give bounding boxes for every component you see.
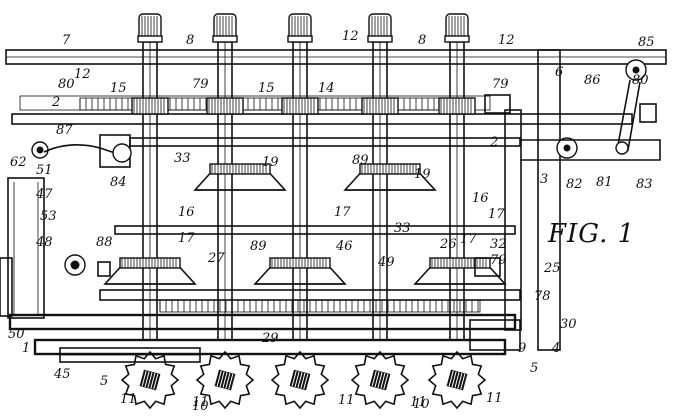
ref-label-84: 84 — [110, 175, 127, 190]
bevel-gear-assemblies — [103, 163, 507, 285]
ref-label-9: 9 — [518, 341, 526, 356]
ref-label-46: 46 — [335, 239, 353, 254]
bevel-gear — [193, 163, 287, 191]
ref-label-3: 3 — [540, 172, 548, 187]
ref-label-86: 86 — [584, 73, 601, 88]
ref-label-32: 32 — [490, 237, 507, 252]
knob — [444, 13, 470, 43]
spur-gear — [361, 97, 399, 115]
ref-label-17: 17 — [460, 232, 477, 247]
ref-label-26: 26 — [439, 237, 457, 252]
ref-label-27: 27 — [207, 251, 225, 266]
ref-label-7: 7 — [62, 33, 71, 48]
ref-label-30: 30 — [560, 317, 577, 332]
ref-label-85: 85 — [638, 35, 655, 50]
ref-label-1: 1 — [22, 341, 30, 356]
ref-label-62: 62 — [10, 155, 27, 170]
ref-label-33: 33 — [394, 221, 411, 236]
ref-label-79: 79 — [192, 77, 209, 92]
knob — [367, 13, 393, 43]
knob — [287, 13, 313, 43]
ref-label-29: 29 — [261, 331, 279, 346]
ref-label-14: 14 — [318, 81, 335, 96]
ref-label-12: 12 — [342, 29, 359, 44]
ref-label-81: 81 — [596, 175, 613, 190]
ref-label-17: 17 — [334, 205, 351, 220]
ref-label-82: 82 — [566, 177, 583, 192]
ref-label-8: 8 — [418, 33, 426, 48]
ref-label-87: 87 — [56, 123, 73, 138]
bevel-gear — [103, 257, 197, 285]
sprocket-wheel — [195, 350, 255, 410]
ref-label-19: 19 — [414, 167, 431, 182]
ref-label-48: 48 — [35, 235, 53, 250]
ref-label-80: 80 — [58, 77, 75, 92]
ref-label-89: 89 — [352, 153, 369, 168]
sprocket-wheel — [120, 350, 180, 410]
ref-label-89: 89 — [250, 239, 267, 254]
ref-label-25: 25 — [543, 261, 561, 276]
ref-label-49: 49 — [377, 255, 395, 270]
ref-label-16: 16 — [472, 191, 489, 206]
ref-label-2: 2 — [489, 135, 498, 150]
ref-label-19: 19 — [262, 155, 279, 170]
bevel-gear — [253, 257, 347, 285]
ref-label-11: 11 — [486, 391, 503, 406]
sprocket-wheels — [120, 350, 487, 410]
ref-label-12: 12 — [74, 67, 91, 82]
spur-gear — [281, 97, 319, 115]
right-frame — [469, 49, 661, 351]
spur-gear — [438, 97, 476, 115]
ref-label-15: 15 — [110, 81, 127, 96]
ref-label-11: 11 — [410, 395, 427, 410]
ref-label-51: 51 — [36, 163, 53, 178]
ref-label-17: 17 — [178, 231, 195, 246]
spur-gear — [206, 97, 244, 115]
ref-label-11: 11 — [192, 395, 209, 410]
ref-label-78: 78 — [534, 289, 551, 304]
ref-label-88: 88 — [96, 235, 113, 250]
ref-label-11: 11 — [338, 393, 355, 408]
bevel-gear — [413, 257, 507, 285]
ref-label-79: 79 — [492, 77, 509, 92]
ref-label-5: 5 — [530, 361, 538, 376]
ref-label-80: 80 — [632, 73, 649, 88]
sprocket-wheel — [427, 350, 487, 410]
spur-gear — [131, 97, 169, 115]
rack — [159, 299, 481, 313]
bevel-gear — [343, 163, 437, 191]
ref-label-45: 45 — [53, 367, 71, 382]
sprocket-wheel — [270, 350, 330, 410]
knob — [212, 13, 238, 43]
ref-label-83: 83 — [636, 177, 653, 192]
ref-label-17: 17 — [488, 207, 505, 222]
ref-label-11: 11 — [120, 392, 137, 407]
ref-label-8: 8 — [186, 33, 194, 48]
ref-label-10: 10 — [192, 399, 209, 414]
spindle-knobs — [137, 13, 470, 43]
gear-racks — [79, 97, 481, 313]
left-frame — [0, 134, 132, 319]
top-rail — [5, 49, 667, 65]
ref-label-79: 79 — [490, 253, 507, 268]
figure-caption: FIG. 1 — [547, 219, 635, 249]
ref-label-6: 6 — [555, 65, 563, 80]
ref-label-16: 16 — [178, 205, 195, 220]
ref-label-12: 12 — [498, 33, 515, 48]
sprocket-wheel — [350, 350, 410, 410]
ref-label-33: 33 — [174, 151, 191, 166]
ref-label-2: 2 — [51, 95, 60, 110]
ref-label-15: 15 — [258, 81, 275, 96]
ref-label-4: 4 — [551, 341, 560, 356]
ref-label-47: 47 — [35, 187, 53, 202]
mid-plates — [8, 137, 521, 356]
ref-label-5: 5 — [100, 374, 108, 389]
ref-label-50: 50 — [8, 327, 25, 342]
ref-label-10: 10 — [413, 397, 430, 412]
knob — [137, 13, 163, 43]
ref-label-53: 53 — [40, 209, 57, 224]
bottom-shaft — [59, 347, 201, 363]
